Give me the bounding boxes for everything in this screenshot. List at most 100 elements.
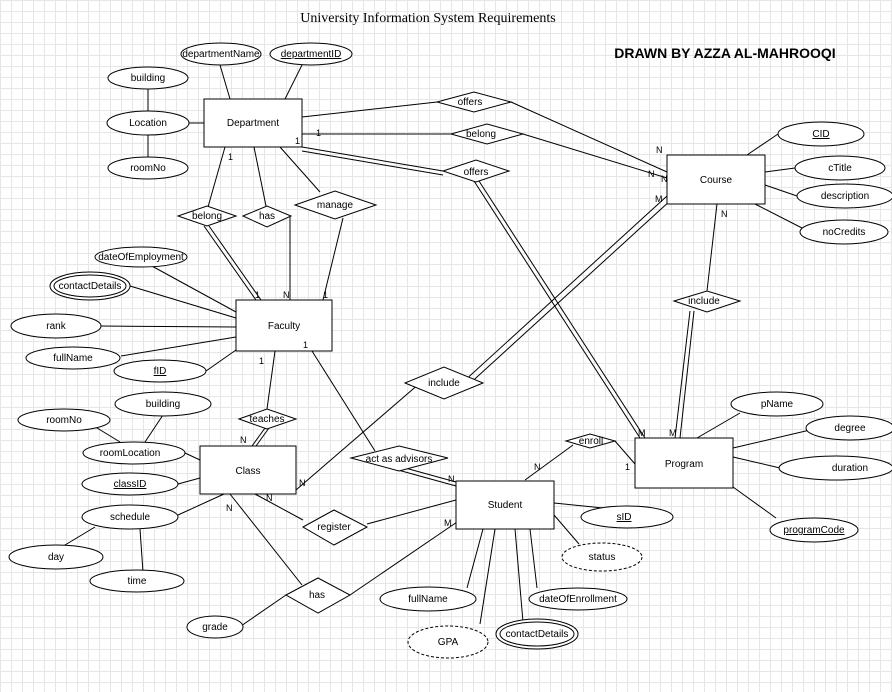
attribute-programCode[interactable]: programCode	[769, 517, 859, 543]
svg-text:belong: belong	[192, 211, 222, 222]
svg-text:has: has	[259, 211, 275, 222]
relationship-has-class-student[interactable]: has	[284, 577, 352, 614]
attribute-schedule[interactable]: schedule	[81, 504, 179, 530]
attribute-noCredits[interactable]: noCredits	[799, 219, 889, 245]
svg-text:rank: rank	[46, 321, 66, 332]
card-class-n-c: N	[266, 493, 273, 503]
svg-text:degree: degree	[834, 423, 866, 434]
relationship-register[interactable]: register	[301, 509, 369, 546]
attribute-roomLocation[interactable]: roomLocation	[82, 441, 186, 465]
svg-text:pName: pName	[761, 399, 794, 410]
svg-text:GPA: GPA	[438, 637, 459, 648]
card-student-m: M	[444, 518, 452, 528]
attribute-degree[interactable]: degree	[805, 415, 892, 441]
attribute-status[interactable]: status	[561, 542, 643, 572]
attribute-CID[interactable]: CID	[777, 121, 865, 147]
attribute-grade[interactable]: grade	[186, 615, 244, 639]
card-dept-1-b: 1	[316, 128, 321, 138]
card-dept-1-c: 1	[228, 152, 233, 162]
svg-text:include: include	[428, 378, 460, 389]
attribute-rank[interactable]: rank	[10, 313, 102, 339]
card-class-n-a: N	[240, 435, 247, 445]
svg-text:day: day	[48, 552, 64, 563]
svg-text:programCode: programCode	[783, 525, 845, 536]
entity-class[interactable]: Class	[199, 445, 297, 495]
attribute-pName[interactable]: pName	[730, 391, 824, 417]
card-course-n-b: N	[648, 169, 655, 179]
relationship-offers-department-program[interactable]: offers	[441, 159, 511, 183]
attribute-classID[interactable]: classID	[81, 472, 179, 496]
attribute-day[interactable]: day	[8, 544, 104, 570]
attribute-contactDetails-student[interactable]: contactDetails	[495, 618, 579, 650]
card-course-n-d: N	[721, 209, 728, 219]
attribute-roomNo-department[interactable]: roomNo	[107, 156, 189, 180]
card-faculty-n: N	[283, 290, 290, 300]
card-class-n-b: N	[299, 478, 306, 488]
svg-text:sID: sID	[617, 512, 632, 523]
relationship-act-as-advisors[interactable]: act as advisors	[349, 445, 449, 472]
card-program-m-b: M	[669, 428, 677, 438]
svg-text:fID: fID	[154, 366, 167, 377]
svg-text:cTitle: cTitle	[828, 163, 852, 174]
card-student-n-b: N	[534, 462, 541, 472]
entity-program[interactable]: Program	[634, 437, 734, 489]
attribute-GPA[interactable]: GPA	[407, 625, 489, 659]
relationship-include-course-program[interactable]: include	[672, 290, 742, 313]
attribute-fullName-student[interactable]: fullName	[379, 586, 477, 612]
svg-text:include: include	[688, 296, 720, 307]
svg-text:roomNo: roomNo	[130, 163, 166, 174]
card-faculty-1-a: 1	[255, 290, 260, 300]
entity-course[interactable]: Course	[666, 154, 766, 205]
svg-text:register: register	[317, 522, 351, 533]
entity-label: Program	[665, 459, 703, 470]
attribute-sID[interactable]: sID	[580, 505, 674, 529]
attribute-building-class[interactable]: building	[114, 391, 212, 417]
relationship-belong-department-course[interactable]: belong	[449, 123, 525, 145]
attribute-departmentID[interactable]: departmentID	[269, 42, 353, 66]
connector-lines	[59, 64, 811, 627]
svg-text:duration: duration	[832, 463, 868, 474]
svg-text:noCredits: noCredits	[823, 227, 866, 238]
svg-text:offers: offers	[464, 167, 489, 178]
attribute-location[interactable]: Location	[106, 110, 190, 136]
relationship-enroll[interactable]: enroll	[564, 433, 617, 449]
svg-text:time: time	[128, 576, 147, 587]
svg-text:classID: classID	[114, 479, 147, 490]
attribute-dateOfEnrollment[interactable]: dateOfEnrollment	[528, 587, 628, 611]
attribute-cTitle[interactable]: cTitle	[794, 155, 886, 181]
attribute-description[interactable]: description	[796, 183, 892, 209]
entity-label: Course	[700, 175, 733, 186]
relationship-manage[interactable]: manage	[293, 190, 378, 220]
svg-text:Location: Location	[129, 118, 167, 129]
relationship-belong-department-faculty[interactable]: belong	[176, 205, 238, 227]
card-student-n-a: N	[448, 474, 455, 484]
svg-text:grade: grade	[202, 622, 228, 633]
card-program-m-a: M	[638, 428, 646, 438]
attribute-dateOfEmployment[interactable]: dateOfEmployment	[94, 246, 188, 268]
attribute-fullName-faculty[interactable]: fullName	[25, 346, 121, 370]
attribute-contactDetails-faculty[interactable]: contactDetails	[49, 271, 131, 301]
relationship-include-class-course[interactable]: include	[403, 366, 485, 400]
entity-student[interactable]: Student	[455, 480, 555, 530]
svg-text:roomNo: roomNo	[46, 415, 82, 426]
author-credit: DRAWN BY AZZA AL-MAHROOQI	[614, 45, 835, 61]
attribute-roomNo-class[interactable]: roomNo	[17, 408, 111, 432]
attribute-duration[interactable]: duration	[778, 455, 892, 481]
attribute-departmentName[interactable]: departmentName	[180, 42, 262, 66]
attribute-fID[interactable]: fID	[113, 359, 207, 383]
card-faculty-1-b: 1	[323, 290, 328, 300]
relationship-has-department-faculty[interactable]: has	[241, 205, 293, 228]
attribute-building-department[interactable]: building	[107, 66, 189, 90]
card-program-1: 1	[625, 462, 630, 472]
relationship-offers-department-course[interactable]: offers	[435, 91, 513, 113]
entity-department[interactable]: Department	[203, 98, 303, 148]
svg-text:departmentID: departmentID	[281, 49, 342, 60]
card-faculty-1-d: 1	[303, 340, 308, 350]
svg-text:dateOfEmployment: dateOfEmployment	[98, 252, 184, 263]
diagram-title: University Information System Requiremen…	[300, 11, 555, 26]
relationship-teaches[interactable]: teaches	[237, 408, 298, 430]
entity-label: Student	[488, 500, 523, 511]
card-course-n-c: N	[661, 174, 668, 184]
attribute-time[interactable]: time	[89, 569, 185, 593]
entity-faculty[interactable]: Faculty	[235, 299, 333, 352]
